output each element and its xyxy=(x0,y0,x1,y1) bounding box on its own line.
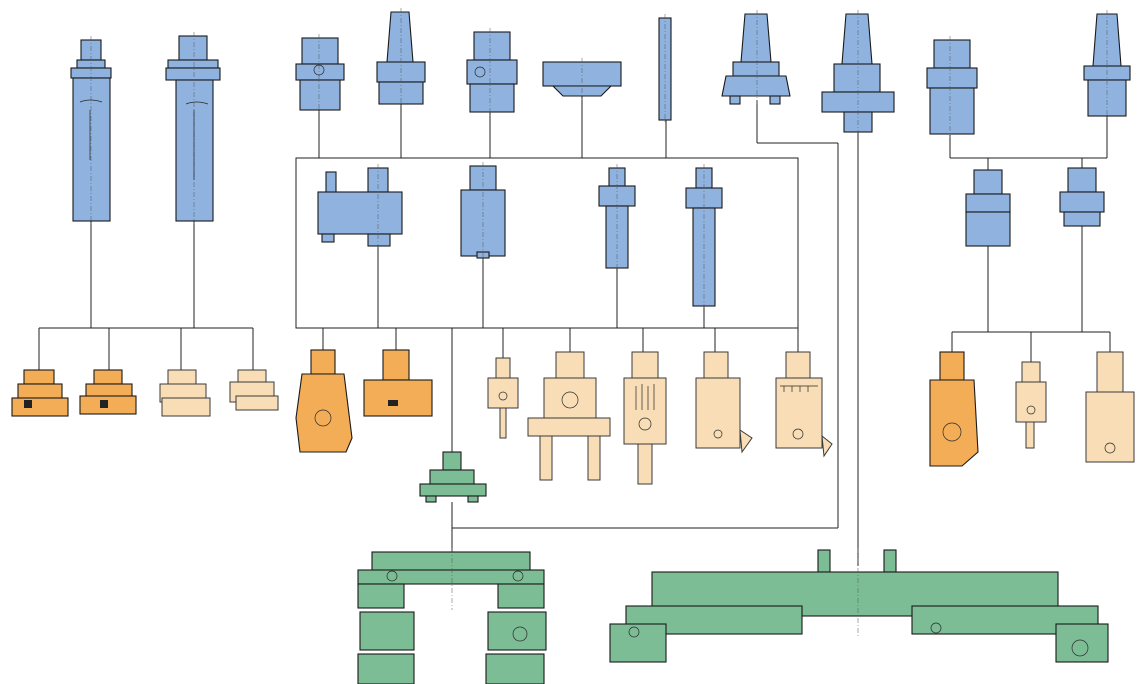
green-base-left[interactable] xyxy=(357,548,547,684)
holder-big-spindle[interactable] xyxy=(821,10,895,134)
extension-offset[interactable] xyxy=(317,164,403,248)
holder-hsk-right[interactable] xyxy=(926,36,978,138)
holder-flange[interactable] xyxy=(542,58,622,100)
boring-head-large-right[interactable] xyxy=(1085,351,1135,463)
holder-hsk-2[interactable] xyxy=(466,28,518,116)
long-adapter-2[interactable] xyxy=(165,32,221,224)
hsk-module-right-1[interactable] xyxy=(965,169,1011,247)
boring-head-beige-small[interactable] xyxy=(487,357,519,439)
boring-head-graduated[interactable] xyxy=(623,351,667,485)
long-adapter-1[interactable] xyxy=(70,36,112,224)
boring-head-orange-2[interactable] xyxy=(363,349,433,417)
boring-head-orange-right[interactable] xyxy=(929,351,979,467)
green-adapter-small[interactable] xyxy=(419,451,487,503)
extension-long[interactable] xyxy=(685,164,723,308)
holder-sk-taper-1[interactable] xyxy=(376,8,426,106)
holder-slim-shank[interactable] xyxy=(658,14,672,124)
boring-head-beige-4[interactable] xyxy=(775,351,833,458)
holder-sk-taper-right[interactable] xyxy=(1083,10,1131,118)
extension-block[interactable] xyxy=(460,162,506,260)
hsk-module-right-2[interactable] xyxy=(1059,167,1105,227)
extension-short[interactable] xyxy=(598,164,636,270)
connector-lines xyxy=(38,95,1111,566)
holder-hsk-1[interactable] xyxy=(295,34,345,114)
boring-head-beige-3[interactable] xyxy=(695,351,753,454)
turning-cutter-3[interactable] xyxy=(159,369,211,417)
turning-cutter-4[interactable] xyxy=(229,369,279,411)
boring-head-bridge[interactable] xyxy=(527,351,611,481)
green-base-large[interactable] xyxy=(609,548,1109,663)
holder-sk-taper-2[interactable] xyxy=(721,10,791,105)
boring-head-small-right[interactable] xyxy=(1015,361,1047,449)
turning-cutter-1[interactable] xyxy=(11,369,69,417)
turning-cutter-2[interactable] xyxy=(79,369,137,415)
boring-head-orange-1[interactable] xyxy=(295,349,353,453)
